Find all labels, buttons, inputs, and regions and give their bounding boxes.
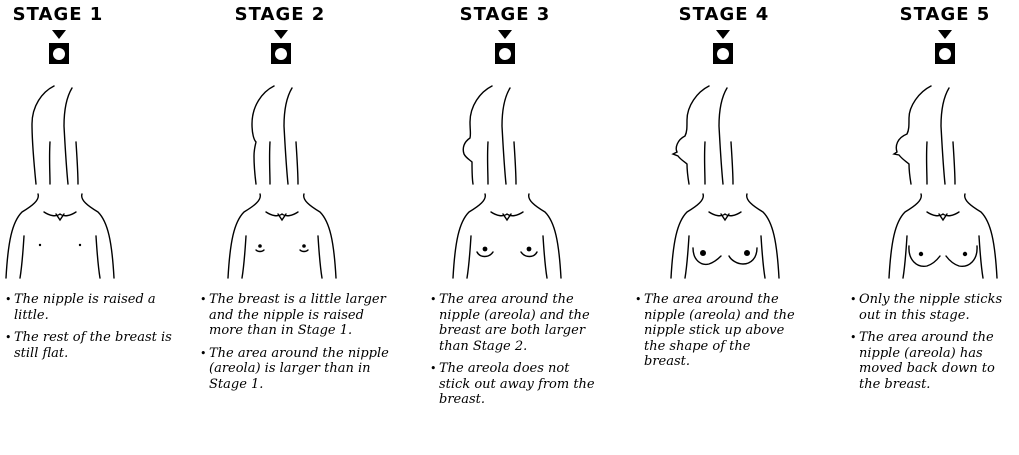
stage-3-notes: The area around the nipple (areola) and … — [430, 292, 600, 415]
stage-1-notes: The nipple is raised a little. The rest … — [5, 292, 175, 368]
front-torso-figure — [883, 186, 1003, 286]
stage-1-panel: STAGE 1 The nipple is raised a little. T… — [0, 0, 200, 455]
front-torso-figure — [0, 186, 120, 286]
stage-marker-icon — [493, 30, 517, 80]
stage-3-panel: STAGE 3 The area around the nipple (areo… — [425, 0, 625, 455]
stage-marker-icon — [269, 30, 293, 80]
stage-2-notes: The breast is a little larger and the ni… — [200, 292, 395, 399]
stage-4-panel: STAGE 4 The area around the nipple (areo… — [630, 0, 830, 455]
side-profile-figure — [673, 84, 743, 194]
note-item: The area around the nipple (areola) and … — [430, 292, 600, 354]
note-item: The area around the nipple (areola) is l… — [200, 346, 395, 393]
stage-5-panel: STAGE 5 Only the nipple sticks out in th… — [845, 0, 1019, 455]
side-profile-figure — [458, 84, 528, 194]
note-item: The area around the nipple (areola) has … — [850, 330, 1019, 392]
stage-2-title: STAGE 2 — [180, 4, 380, 25]
note-item: The area around the nipple (areola) and … — [635, 292, 795, 370]
stage-2-panel: STAGE 2 The breast is a little larger an… — [195, 0, 395, 455]
stage-5-title: STAGE 5 — [845, 4, 1019, 25]
stage-3-title: STAGE 3 — [405, 4, 605, 25]
side-profile-figure — [242, 84, 312, 194]
side-profile-figure — [22, 84, 92, 194]
side-profile-figure — [895, 84, 965, 194]
stage-1-title: STAGE 1 — [0, 4, 158, 25]
front-torso-figure — [222, 186, 342, 286]
stage-marker-icon — [933, 30, 957, 80]
stage-4-notes: The area around the nipple (areola) and … — [635, 292, 795, 377]
stage-marker-icon — [711, 30, 735, 80]
front-torso-figure — [665, 186, 785, 286]
note-item: The rest of the breast is still flat. — [5, 330, 175, 361]
note-item: The areola does not stick out away from … — [430, 361, 600, 408]
note-item: Only the nipple sticks out in this stage… — [850, 292, 1019, 323]
note-item: The nipple is raised a little. — [5, 292, 175, 323]
stage-5-notes: Only the nipple sticks out in this stage… — [850, 292, 1019, 399]
stage-4-title: STAGE 4 — [624, 4, 824, 25]
front-torso-figure — [447, 186, 567, 286]
stage-marker-icon — [47, 30, 71, 80]
note-item: The breast is a little larger and the ni… — [200, 292, 395, 339]
